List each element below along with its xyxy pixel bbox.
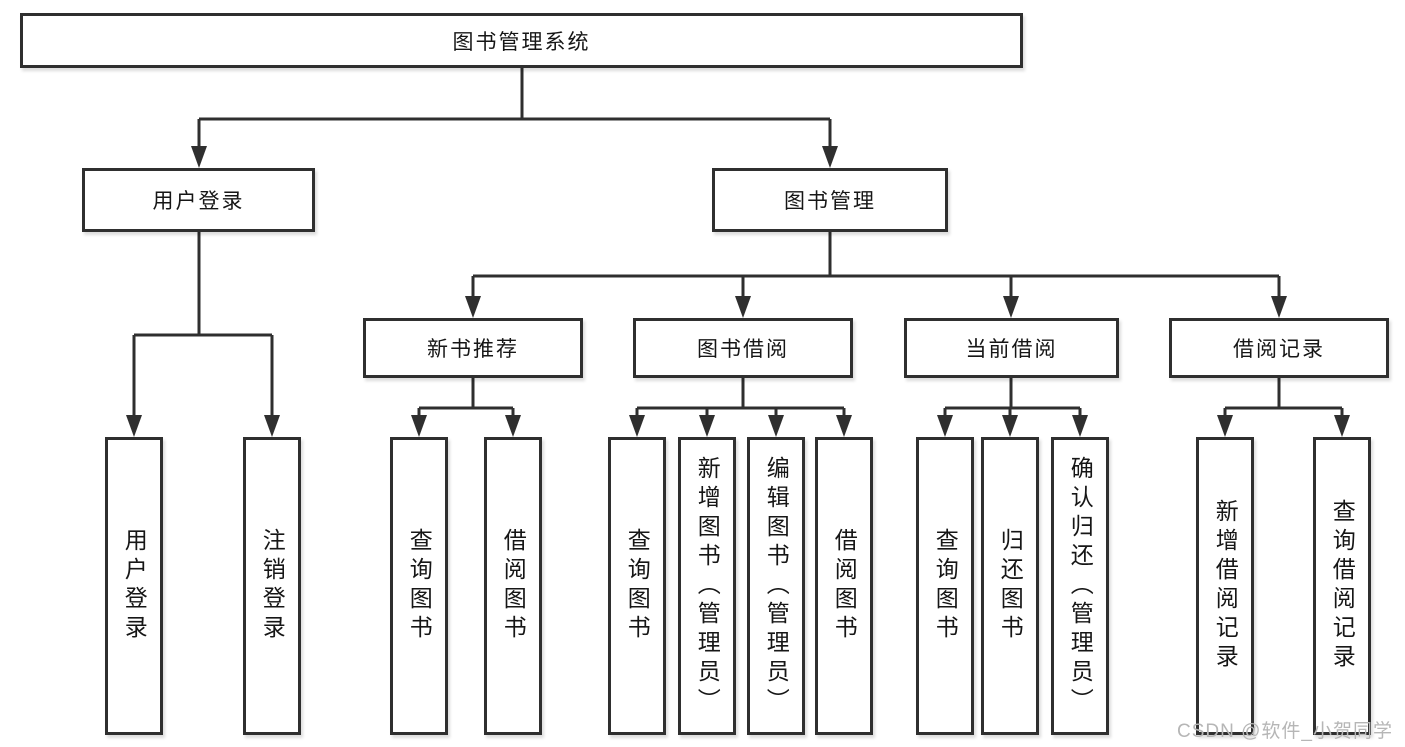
node-label: 用户登录 (121, 528, 148, 644)
node-query-books-borrowing: 查询图书 (608, 437, 666, 735)
arrowhead-icon (1334, 415, 1350, 437)
node-label: 图书管理系统 (452, 30, 591, 54)
node-label: 新增图书（管理员） (694, 455, 721, 717)
arrowhead-icon (735, 296, 751, 318)
node-query-borrow-record: 查询借阅记录 (1313, 437, 1371, 735)
node-label: 图书管理 (784, 190, 876, 213)
node-user-login-action: 用户登录 (105, 437, 163, 735)
node-label: 归还图书 (997, 528, 1024, 644)
node-confirm-return-admin: 确认归还（管理员） (1051, 437, 1109, 735)
arrowhead-icon (1217, 415, 1233, 437)
node-label: 当前借阅 (965, 338, 1058, 361)
node-user-login: 用户登录 (82, 168, 315, 232)
arrowhead-icon (505, 415, 521, 437)
node-new-book-recommend: 新书推荐 (363, 318, 583, 378)
node-label: 查询图书 (624, 528, 651, 644)
node-logout: 注销登录 (243, 437, 301, 735)
connector-path (132, 68, 1344, 419)
arrowhead-icon (836, 415, 852, 437)
arrowhead-icon (191, 146, 207, 168)
node-label: 查询图书 (932, 528, 959, 644)
node-add-borrow-record: 新增借阅记录 (1196, 437, 1254, 735)
node-label: 注销登录 (259, 528, 286, 644)
arrowhead-icon (768, 415, 784, 437)
arrowhead-icon (1003, 296, 1019, 318)
node-label: 查询图书 (406, 528, 433, 644)
node-label: 用户登录 (152, 190, 245, 213)
node-label: 新增借阅记录 (1212, 499, 1239, 673)
node-book-borrowing: 图书借阅 (633, 318, 853, 378)
arrowhead-icons (126, 146, 1350, 437)
arrowhead-icon (465, 296, 481, 318)
arrowhead-icon (264, 415, 280, 437)
node-add-books-admin: 新增图书（管理员） (678, 437, 736, 735)
node-current-borrowing: 当前借阅 (904, 318, 1119, 378)
arrowhead-icon (1072, 415, 1088, 437)
node-label: 编辑图书（管理员） (763, 455, 790, 717)
arrowhead-icon (937, 415, 953, 437)
node-label: 确认归还（管理员） (1067, 455, 1094, 717)
node-query-books-recommend: 查询图书 (390, 437, 448, 735)
node-borrow-books-borrowing: 借阅图书 (815, 437, 873, 735)
arrowhead-icon (1002, 415, 1018, 437)
node-query-books-current: 查询图书 (916, 437, 974, 735)
arrowhead-icon (699, 415, 715, 437)
node-book-management: 图书管理 (712, 168, 948, 232)
arrowhead-icon (629, 415, 645, 437)
node-label: 图书借阅 (697, 338, 789, 361)
node-edit-books-admin: 编辑图书（管理员） (747, 437, 805, 735)
arrowhead-icon (822, 146, 838, 168)
node-label: 借阅图书 (831, 528, 858, 644)
watermark: CSDN @软件_小贺同学 (1177, 721, 1393, 742)
arrowhead-icon (126, 415, 142, 437)
node-label: 借阅记录 (1233, 338, 1325, 361)
node-label: 新书推荐 (427, 338, 519, 361)
node-return-books: 归还图书 (981, 437, 1039, 735)
node-borrowing-records: 借阅记录 (1169, 318, 1389, 378)
node-book-management-system: 图书管理系统 (20, 13, 1023, 68)
node-label: 借阅图书 (500, 528, 527, 644)
arrowhead-icon (411, 415, 427, 437)
node-label: 查询借阅记录 (1329, 499, 1356, 673)
arrowhead-icon (1271, 296, 1287, 318)
node-borrow-books-recommend: 借阅图书 (484, 437, 542, 735)
